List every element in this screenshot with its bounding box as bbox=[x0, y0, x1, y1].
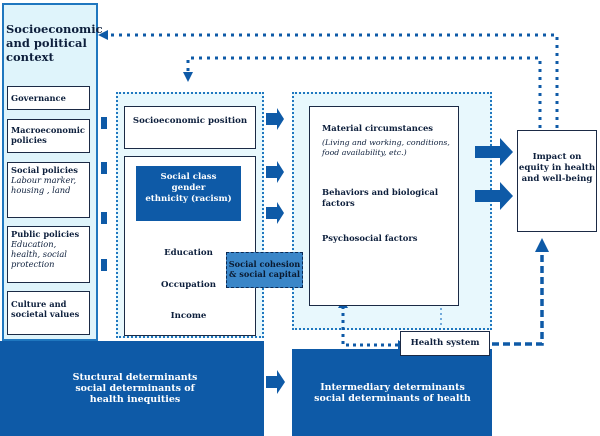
context-arrow-2 bbox=[101, 162, 107, 174]
occupation-label: Occupation bbox=[161, 280, 216, 290]
arrow-bottom-structural bbox=[266, 370, 285, 394]
health-system-box: Health system bbox=[400, 331, 490, 356]
social-class-block: Social class gender ethnicity (racism) bbox=[136, 166, 241, 221]
context-arrow-4 bbox=[101, 259, 107, 271]
intermediary-determinants-band bbox=[292, 349, 492, 436]
arrow-inter-to-impact-2 bbox=[475, 182, 513, 210]
material-circumstances-detail: (Living and working, conditions, food av… bbox=[322, 138, 450, 157]
culture-values-box: Culture and societal values bbox=[7, 291, 90, 335]
public-policies-detail: Education, health, social protection bbox=[11, 239, 67, 269]
feedback-arrowhead-outer bbox=[98, 30, 108, 40]
impact-box: Impact on equity in health and well-bein… bbox=[517, 130, 597, 232]
ethnicity-line: ethnicity (racism) bbox=[145, 194, 232, 204]
social-policies-title: Social policies bbox=[11, 165, 78, 175]
income-label: Income bbox=[170, 311, 207, 321]
structural-determinants-label: Stuctural determinants social determinan… bbox=[72, 372, 198, 405]
psychosocial-label: Psychosocial factors bbox=[322, 233, 418, 243]
health-to-impact bbox=[492, 250, 544, 346]
public-policies-box: Public policies Education, health, socia… bbox=[7, 226, 90, 283]
cohesion-to-health bbox=[341, 306, 398, 347]
arrow-inter-to-impact-1 bbox=[475, 138, 513, 166]
feedback-arrowhead-inner bbox=[183, 72, 193, 82]
public-policies-title: Public policies bbox=[11, 229, 80, 239]
socioeconomic-position-box: Socioeconomic position bbox=[124, 106, 256, 149]
social-policies-detail: Labour marker, housing , land bbox=[11, 175, 77, 195]
feedback-loop-inner bbox=[186, 56, 542, 128]
arrow-class-to-inter-2 bbox=[266, 202, 284, 224]
context-arrow-3 bbox=[101, 212, 107, 224]
education-label: Education bbox=[164, 248, 213, 258]
health-to-impact-arrowhead bbox=[535, 238, 549, 252]
social-class-line: Social class bbox=[160, 172, 217, 182]
intermediary-box bbox=[309, 106, 459, 306]
social-policies-box: Social policies Labour marker, housing ,… bbox=[7, 162, 90, 218]
social-cohesion-box: Social cohesion & social capital bbox=[226, 252, 303, 288]
governance-box: Governance bbox=[7, 86, 90, 110]
arrow-position-to-inter bbox=[266, 108, 284, 130]
material-circumstances-label: Material circumstances bbox=[322, 123, 433, 133]
context-title: Socioeconomic and political context bbox=[6, 22, 103, 64]
behaviors-label: Behaviors and biological factors bbox=[322, 187, 439, 208]
arrow-class-to-inter bbox=[266, 161, 284, 183]
gender-line: gender bbox=[171, 183, 206, 193]
structural-determinants-band bbox=[0, 341, 264, 436]
intermediary-determinants-label: Intermediary determinants social determi… bbox=[314, 382, 471, 404]
macroeconomic-policies-box: Macroeconomic policies bbox=[7, 119, 90, 153]
context-arrow-1 bbox=[101, 117, 107, 129]
